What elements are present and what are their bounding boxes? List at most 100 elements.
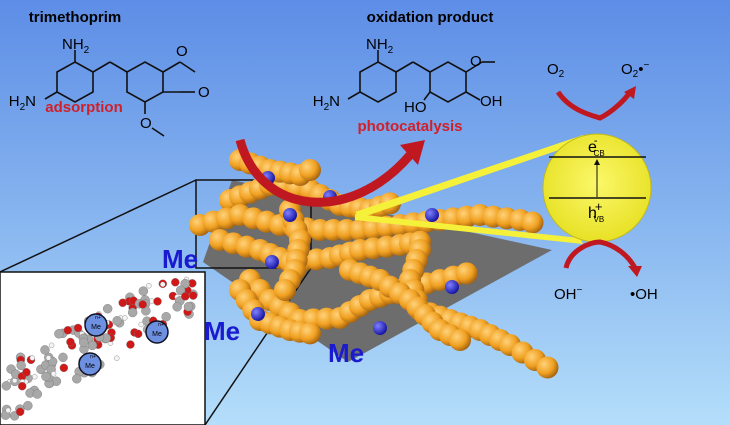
metal-ion-sphere [425, 208, 439, 222]
carbon-atom [87, 340, 98, 351]
carbon-atom [138, 286, 149, 296]
hydrogen-atom [114, 355, 120, 361]
carbon-atom [183, 301, 194, 312]
excitation-arrow-head [594, 159, 600, 165]
svg-text:Me: Me [91, 324, 101, 331]
carbon-atom [175, 285, 186, 295]
photocatalysis-label: photocatalysis [357, 118, 462, 135]
oxygen-atom [66, 337, 75, 347]
metal-ion-sphere [445, 280, 459, 294]
polymer-chains [189, 149, 559, 379]
amine-label: NH2 [62, 36, 90, 56]
oxygen-atom [17, 382, 27, 391]
oxygen-atom [22, 368, 31, 377]
carbon-atom [41, 371, 51, 382]
product-amine-left: H2N [313, 93, 340, 113]
metal-label: Me [162, 244, 198, 274]
svg-text:n+: n+ [95, 315, 101, 321]
polymer-sphere [449, 329, 471, 351]
adsorption-label: adsorption [45, 99, 123, 116]
superoxide-label: O2•− [621, 60, 650, 80]
oxygen-atom [63, 326, 73, 335]
metal-ion-sphere [251, 307, 265, 321]
zoom-beam-bottom [355, 214, 583, 244]
oxygen-atom [181, 292, 190, 301]
hydrogen-atom [146, 283, 152, 289]
oxidation-arrow [563, 239, 638, 270]
oxygen-atom [126, 340, 135, 349]
polymer-sphere [299, 322, 321, 345]
polymer-sphere [536, 356, 559, 379]
hydrogen-atom [45, 355, 52, 361]
hydrogen-atom [50, 371, 57, 377]
hydrogen-atom [138, 321, 144, 328]
arrow-head [400, 140, 425, 165]
electron-label: e-CB [588, 135, 605, 158]
oxygen-atom [138, 300, 147, 309]
svg-text:Me: Me [152, 331, 162, 338]
hydrogen-atom [32, 374, 38, 380]
polymer-sphere [455, 262, 478, 285]
metal-label: Me [204, 316, 240, 346]
inset-ion: Me n+ [145, 320, 169, 344]
svg-text:n+: n+ [158, 322, 164, 328]
oxygen-atom [133, 329, 143, 339]
carbon-atom [54, 329, 64, 339]
reactant-title: trimethoprim [29, 9, 122, 26]
carbon-atom [127, 307, 138, 318]
carbon-atom [16, 360, 26, 371]
oxygen-atom [15, 407, 25, 417]
hole-label: h+VB [588, 199, 604, 224]
product-amine-label: NH2 [366, 36, 394, 56]
arrow-head [628, 266, 642, 277]
hydrogen-atom [122, 315, 128, 321]
amine-label-left: H2N [9, 93, 36, 113]
oxygen-atom [171, 278, 180, 287]
product-ho: HO [404, 99, 427, 116]
oxygen-atom [73, 323, 83, 333]
metal-ion-sphere [283, 208, 297, 222]
carbon-atom [1, 381, 12, 391]
metal-ion-sphere [373, 321, 387, 335]
carbon-atom [32, 389, 43, 399]
hydroxyl-radical-label: •OH [630, 286, 658, 303]
oxygen-atom [118, 298, 127, 308]
carbon-atom [172, 302, 182, 312]
carbon-atom [112, 316, 122, 326]
carbon-atom [72, 374, 82, 384]
methoxy-o-1: O [176, 43, 188, 60]
carbon-atom [102, 304, 113, 314]
product-o: O [470, 53, 482, 70]
polymer-sphere [299, 159, 321, 181]
metal-label: Me [328, 338, 364, 368]
oxygen-label: O2 [547, 61, 565, 80]
hydrogen-atom [48, 342, 55, 349]
hydroxide-label: OH− [554, 285, 583, 303]
polymer-sphere [274, 279, 296, 301]
carbon-atom [23, 401, 33, 411]
reduction-arrow [555, 90, 633, 121]
inset-ion: Me n+ [78, 352, 102, 376]
adsorption-arrow [235, 138, 414, 207]
polymer-sphere [521, 211, 544, 234]
carbon-atom [78, 337, 89, 348]
carbon-atom [161, 312, 171, 322]
product-oh: OH [480, 93, 503, 110]
arrow-head [624, 86, 636, 99]
hydrogen-atom [29, 355, 36, 361]
zoom-beam-top [355, 135, 588, 218]
carbon-atom [180, 278, 190, 289]
svg-text:n+: n+ [90, 354, 96, 360]
methoxy-o-3: O [140, 115, 152, 132]
trimethoprim-structure [44, 50, 196, 137]
oxidation-product-structure [347, 50, 495, 103]
svg-text:Me: Me [85, 363, 95, 370]
hydrogen-atom [5, 407, 11, 414]
oxygen-atom [153, 297, 162, 306]
oxygen-atom [59, 363, 69, 373]
product-title: oxidation product [367, 9, 494, 26]
inset-ion: Me n+ [84, 313, 108, 337]
metal-ion-sphere [265, 255, 279, 269]
